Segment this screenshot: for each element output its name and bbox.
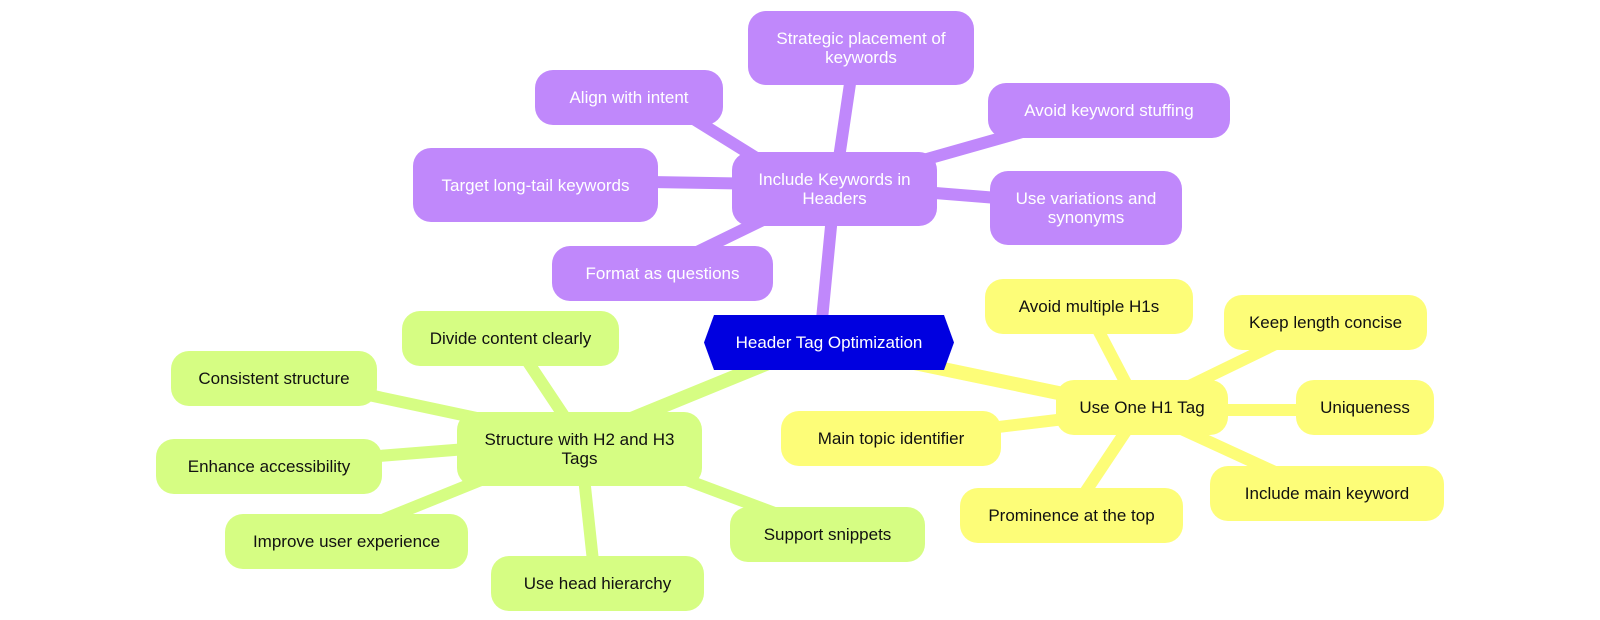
- leaf-consistent-structure[interactable]: Consistent structure: [171, 351, 377, 406]
- leaf-head-hierarchy[interactable]: Use head hierarchy: [491, 556, 704, 611]
- leaf-questions[interactable]: Format as questions: [552, 246, 773, 301]
- root-node[interactable]: Header Tag Optimization: [704, 315, 954, 370]
- leaf-length-concise[interactable]: Keep length concise: [1224, 295, 1427, 350]
- leaf-align-intent[interactable]: Align with intent: [535, 70, 723, 125]
- leaf-prominence-top[interactable]: Prominence at the top: [960, 488, 1183, 543]
- leaf-avoid-multiple-h1[interactable]: Avoid multiple H1s: [985, 279, 1193, 334]
- leaf-main-keyword[interactable]: Include main keyword: [1210, 466, 1444, 521]
- leaf-user-experience[interactable]: Improve user experience: [225, 514, 468, 569]
- leaf-divide-content[interactable]: Divide content clearly: [402, 311, 619, 366]
- branch-structure[interactable]: Structure with H2 and H3 Tags: [457, 412, 702, 486]
- branch-keywords[interactable]: Include Keywords in Headers: [732, 152, 937, 226]
- leaf-avoid-stuffing[interactable]: Avoid keyword stuffing: [988, 83, 1230, 138]
- leaf-long-tail[interactable]: Target long-tail keywords: [413, 148, 658, 222]
- branch-one-h1[interactable]: Use One H1 Tag: [1056, 380, 1228, 435]
- leaf-variations[interactable]: Use variations and synonyms: [990, 171, 1182, 245]
- leaf-support-snippets[interactable]: Support snippets: [730, 507, 925, 562]
- leaf-uniqueness[interactable]: Uniqueness: [1296, 380, 1434, 435]
- leaf-strategic-placement[interactable]: Strategic placement of keywords: [748, 11, 974, 85]
- leaf-main-topic[interactable]: Main topic identifier: [781, 411, 1001, 466]
- leaf-accessibility[interactable]: Enhance accessibility: [156, 439, 382, 494]
